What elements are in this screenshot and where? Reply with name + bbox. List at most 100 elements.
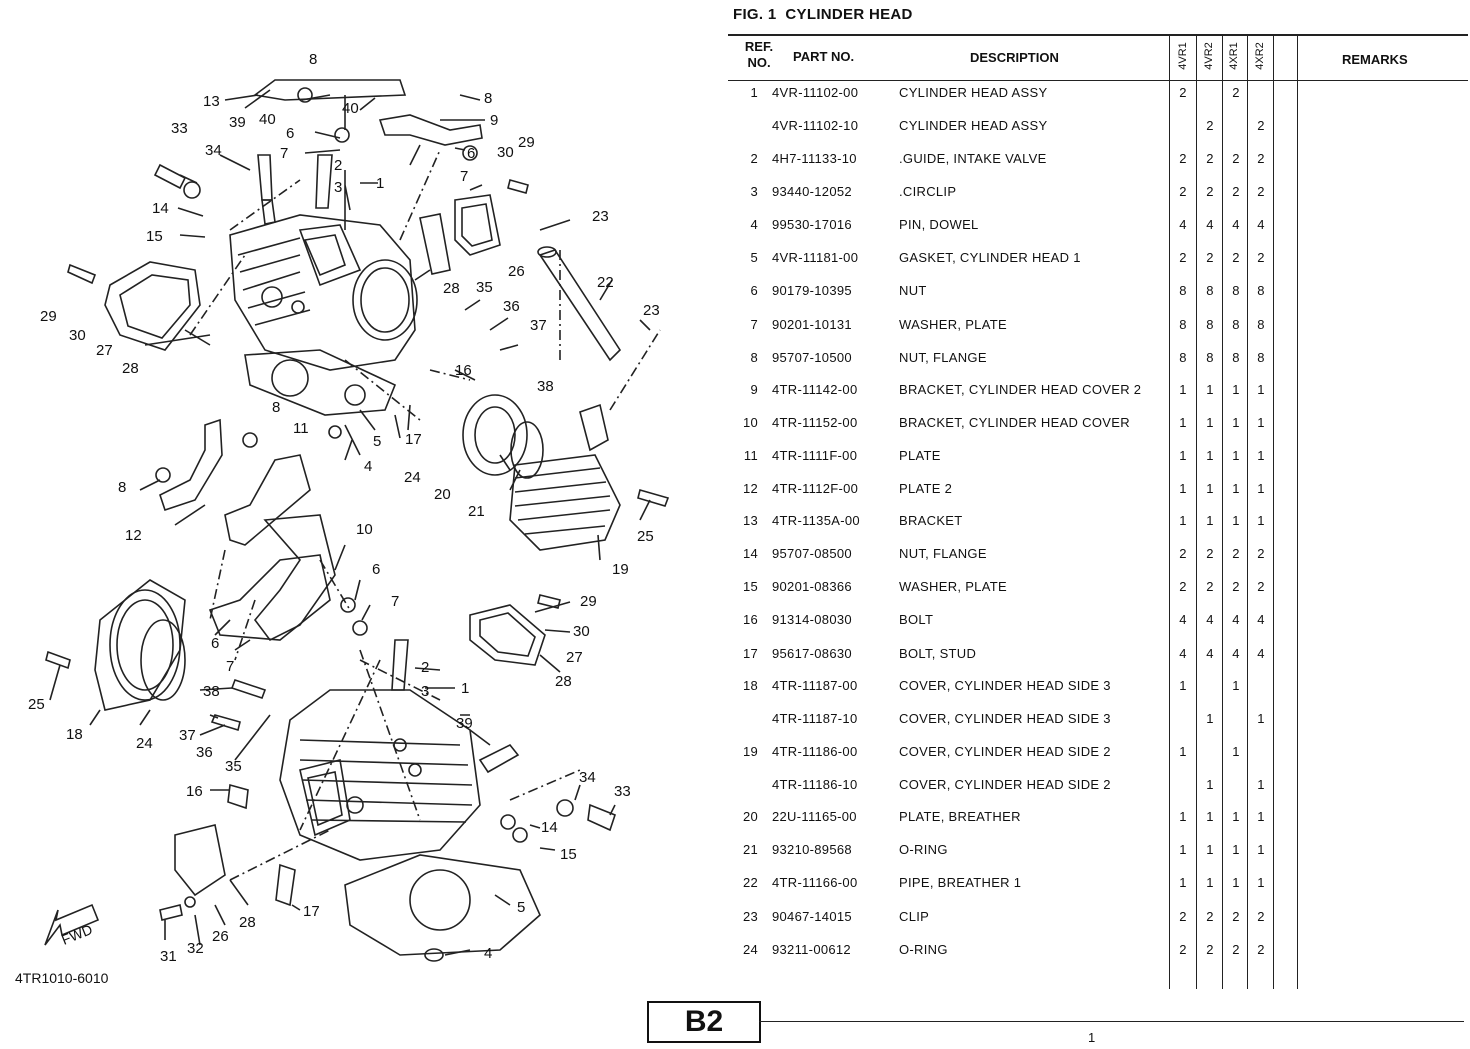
qty-cell: 2 bbox=[1206, 546, 1214, 561]
callout-38: 38 bbox=[203, 683, 220, 700]
qty-cell: 2 bbox=[1257, 942, 1265, 957]
part-no-cell: 4TR-11152-00 bbox=[772, 415, 858, 430]
ref-no-cell: 10 bbox=[742, 415, 758, 430]
callout-22: 22 bbox=[597, 274, 614, 291]
callout-13: 13 bbox=[203, 93, 220, 110]
callout-39: 39 bbox=[229, 114, 246, 131]
qty-cell: 1 bbox=[1179, 842, 1187, 857]
figure-title: FIG. 1 CYLINDER HEAD bbox=[733, 6, 913, 23]
qty-cell: 1 bbox=[1232, 415, 1240, 430]
part-no-cell: 22U-11165-00 bbox=[772, 809, 857, 824]
qty-cell: 1 bbox=[1179, 481, 1187, 496]
callout-17: 17 bbox=[405, 431, 422, 448]
qty-cell: 8 bbox=[1232, 283, 1240, 298]
qty-cell: 1 bbox=[1206, 809, 1214, 824]
figure-name: CYLINDER HEAD bbox=[785, 6, 913, 23]
callout-11: 11 bbox=[293, 420, 309, 437]
qty-cell: 1 bbox=[1257, 513, 1265, 528]
callout-3: 3 bbox=[421, 683, 429, 700]
callout-27: 27 bbox=[566, 649, 583, 666]
qty-cell: 1 bbox=[1257, 809, 1265, 824]
qty-cell: 1 bbox=[1179, 382, 1187, 397]
qty-cell: 2 bbox=[1206, 250, 1214, 265]
qty-cell: 2 bbox=[1206, 579, 1214, 594]
qty-cell: 8 bbox=[1232, 350, 1240, 365]
description-cell: CYLINDER HEAD ASSY bbox=[899, 118, 1048, 133]
ref-no-cell: 22 bbox=[742, 875, 758, 890]
callout-30: 30 bbox=[69, 327, 86, 344]
ref-no-cell: 6 bbox=[750, 283, 758, 298]
qty-cell: 2 bbox=[1232, 546, 1240, 561]
callout-26: 26 bbox=[212, 928, 229, 945]
qty-cell: 2 bbox=[1179, 546, 1187, 561]
qty-cell: 1 bbox=[1206, 382, 1214, 397]
qty-cell: 4 bbox=[1232, 646, 1240, 661]
qty-cell: 4 bbox=[1206, 217, 1214, 232]
part-no-cell: 95707-10500 bbox=[772, 350, 852, 365]
part-no-cell: 4TR-11166-00 bbox=[772, 875, 858, 890]
part-no-cell: 4TR-1112F-00 bbox=[772, 481, 859, 496]
callout-12: 12 bbox=[125, 527, 142, 544]
ref-no-cell: 15 bbox=[742, 579, 758, 594]
callout-28: 28 bbox=[122, 360, 139, 377]
callout-20: 20 bbox=[434, 486, 451, 503]
callout-7: 7 bbox=[280, 145, 288, 162]
callout-10: 10 bbox=[356, 521, 373, 538]
qty-cell: 1 bbox=[1232, 875, 1240, 890]
ref-no-cell: 20 bbox=[742, 809, 758, 824]
callout-8: 8 bbox=[272, 399, 280, 416]
callout-36: 36 bbox=[503, 298, 520, 315]
ref-no-cell: 12 bbox=[742, 481, 758, 496]
part-no-cell: 91314-08030 bbox=[772, 612, 852, 627]
qty-cell: 2 bbox=[1232, 250, 1240, 265]
ref-no-cell: 24 bbox=[742, 942, 758, 957]
model-header-4xr1: 4XR1 bbox=[1228, 42, 1240, 70]
callout-15: 15 bbox=[560, 846, 577, 863]
part-no-cell: 90201-08366 bbox=[772, 579, 852, 594]
ref-no-cell: 11 bbox=[743, 448, 758, 463]
description-header: DESCRIPTION bbox=[970, 50, 1059, 65]
qty-cell: 2 bbox=[1206, 184, 1214, 199]
qty-cell: 1 bbox=[1257, 875, 1265, 890]
description-cell: COVER, CYLINDER HEAD SIDE 2 bbox=[899, 744, 1111, 759]
callout-5: 5 bbox=[373, 433, 381, 450]
exploded-parts-diagram: FWD 4TR1010-6010 8 13 40 40 8 9 33 39 6 … bbox=[15, 51, 670, 986]
qty-cell: 2 bbox=[1257, 184, 1265, 199]
qty-cell: 8 bbox=[1257, 317, 1265, 332]
description-cell: PLATE bbox=[899, 448, 941, 463]
ref-no-cell: 17 bbox=[742, 646, 758, 661]
qty-cell: 2 bbox=[1179, 184, 1187, 199]
ref-no-cell: 21 bbox=[742, 842, 758, 857]
callout-37: 37 bbox=[530, 317, 547, 334]
callout-33: 33 bbox=[614, 783, 631, 800]
qty-cell: 2 bbox=[1179, 85, 1187, 100]
description-cell: COVER, CYLINDER HEAD SIDE 3 bbox=[899, 678, 1111, 693]
qty-cell: 2 bbox=[1232, 85, 1240, 100]
callout-18: 18 bbox=[66, 726, 83, 743]
qty-cell: 1 bbox=[1257, 448, 1265, 463]
qty-cell: 1 bbox=[1232, 842, 1240, 857]
qty-cell: 8 bbox=[1179, 317, 1187, 332]
qty-cell: 4 bbox=[1232, 217, 1240, 232]
footer-rule bbox=[759, 1021, 1464, 1022]
part-no-cell: 4VR-11102-00 bbox=[772, 85, 859, 100]
callout-28: 28 bbox=[443, 280, 460, 297]
qty-cell: 1 bbox=[1232, 678, 1240, 693]
callout-14: 14 bbox=[541, 819, 558, 836]
qty-cell: 2 bbox=[1232, 184, 1240, 199]
callout-7: 7 bbox=[460, 168, 468, 185]
qty-cell: 2 bbox=[1232, 909, 1240, 924]
qty-cell: 1 bbox=[1206, 448, 1214, 463]
callout-29: 29 bbox=[580, 593, 597, 610]
callout-35: 35 bbox=[225, 758, 242, 775]
qty-cell: 4 bbox=[1257, 612, 1265, 627]
ref-no-cell: 2 bbox=[750, 151, 758, 166]
